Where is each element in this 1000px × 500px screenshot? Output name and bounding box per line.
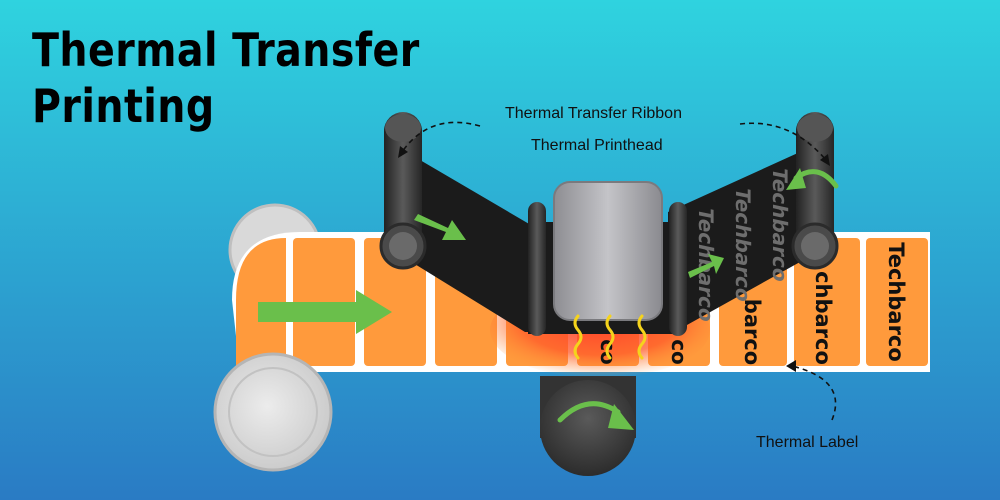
ribbon-supply-side — [390, 160, 536, 332]
label-segment — [866, 238, 928, 366]
thermal-printhead — [553, 181, 663, 321]
label-supply-roll-rim — [228, 367, 318, 457]
leader-line-ribbon-right — [739, 122, 827, 161]
guide-post-right — [669, 202, 687, 336]
heat-wave-icon — [605, 314, 615, 360]
guide-post-left — [528, 202, 546, 336]
direction-arrow-icon — [258, 290, 392, 334]
rotation-arrow-head — [786, 168, 806, 190]
ribbon-ghost-text: Techbarco — [731, 186, 755, 305]
callout-leaders — [401, 121, 837, 421]
roller-hub — [801, 232, 829, 260]
leader-arrowhead — [398, 146, 408, 158]
label-print-text: co — [667, 339, 691, 365]
title-line-1: Thermal Transfer — [32, 23, 420, 77]
label-segment — [794, 238, 860, 366]
label-print-text: barco — [740, 299, 764, 365]
ribbon-takeup-roller — [796, 112, 834, 262]
label-segment — [364, 238, 426, 366]
roller-cap — [797, 114, 833, 142]
roller-cap — [385, 114, 421, 142]
heat-wave-icon — [573, 314, 583, 360]
platen-roller — [540, 380, 636, 476]
ribbon-ghost-text: Techbarco Techbarco Techbarco — [694, 166, 792, 325]
rotation-arrow-head — [608, 404, 634, 430]
rotation-arrow-icon — [557, 401, 621, 423]
roller-hub — [389, 232, 417, 260]
direction-arrow-icon — [414, 214, 466, 240]
callout-label: Thermal Label — [756, 434, 859, 451]
label-print-text: Techbarco — [884, 242, 908, 362]
heat-wave-icon — [637, 314, 647, 360]
label-print-text: chbarco — [811, 271, 835, 365]
direction-arrow-icon — [688, 254, 724, 278]
callout-printhead: Thermal Printhead — [531, 137, 663, 154]
title-line-2: Printing — [32, 79, 215, 133]
label-supply-roll — [213, 352, 333, 472]
ribbon-ghost-text: Techbarco — [768, 166, 792, 285]
leader-line-ribbon-left — [401, 121, 481, 153]
leader-arrowhead — [786, 360, 796, 372]
heat-wave-icon — [573, 314, 647, 360]
direction-arrow-icon — [258, 214, 724, 334]
callout-ribbon: Thermal Transfer Ribbon — [505, 105, 682, 122]
diagram-title: Thermal Transfer Printing — [32, 22, 420, 134]
ribbon-supply-roller — [384, 112, 422, 262]
leader-arrowhead — [820, 154, 830, 166]
ribbon-takeup-side — [668, 152, 826, 330]
